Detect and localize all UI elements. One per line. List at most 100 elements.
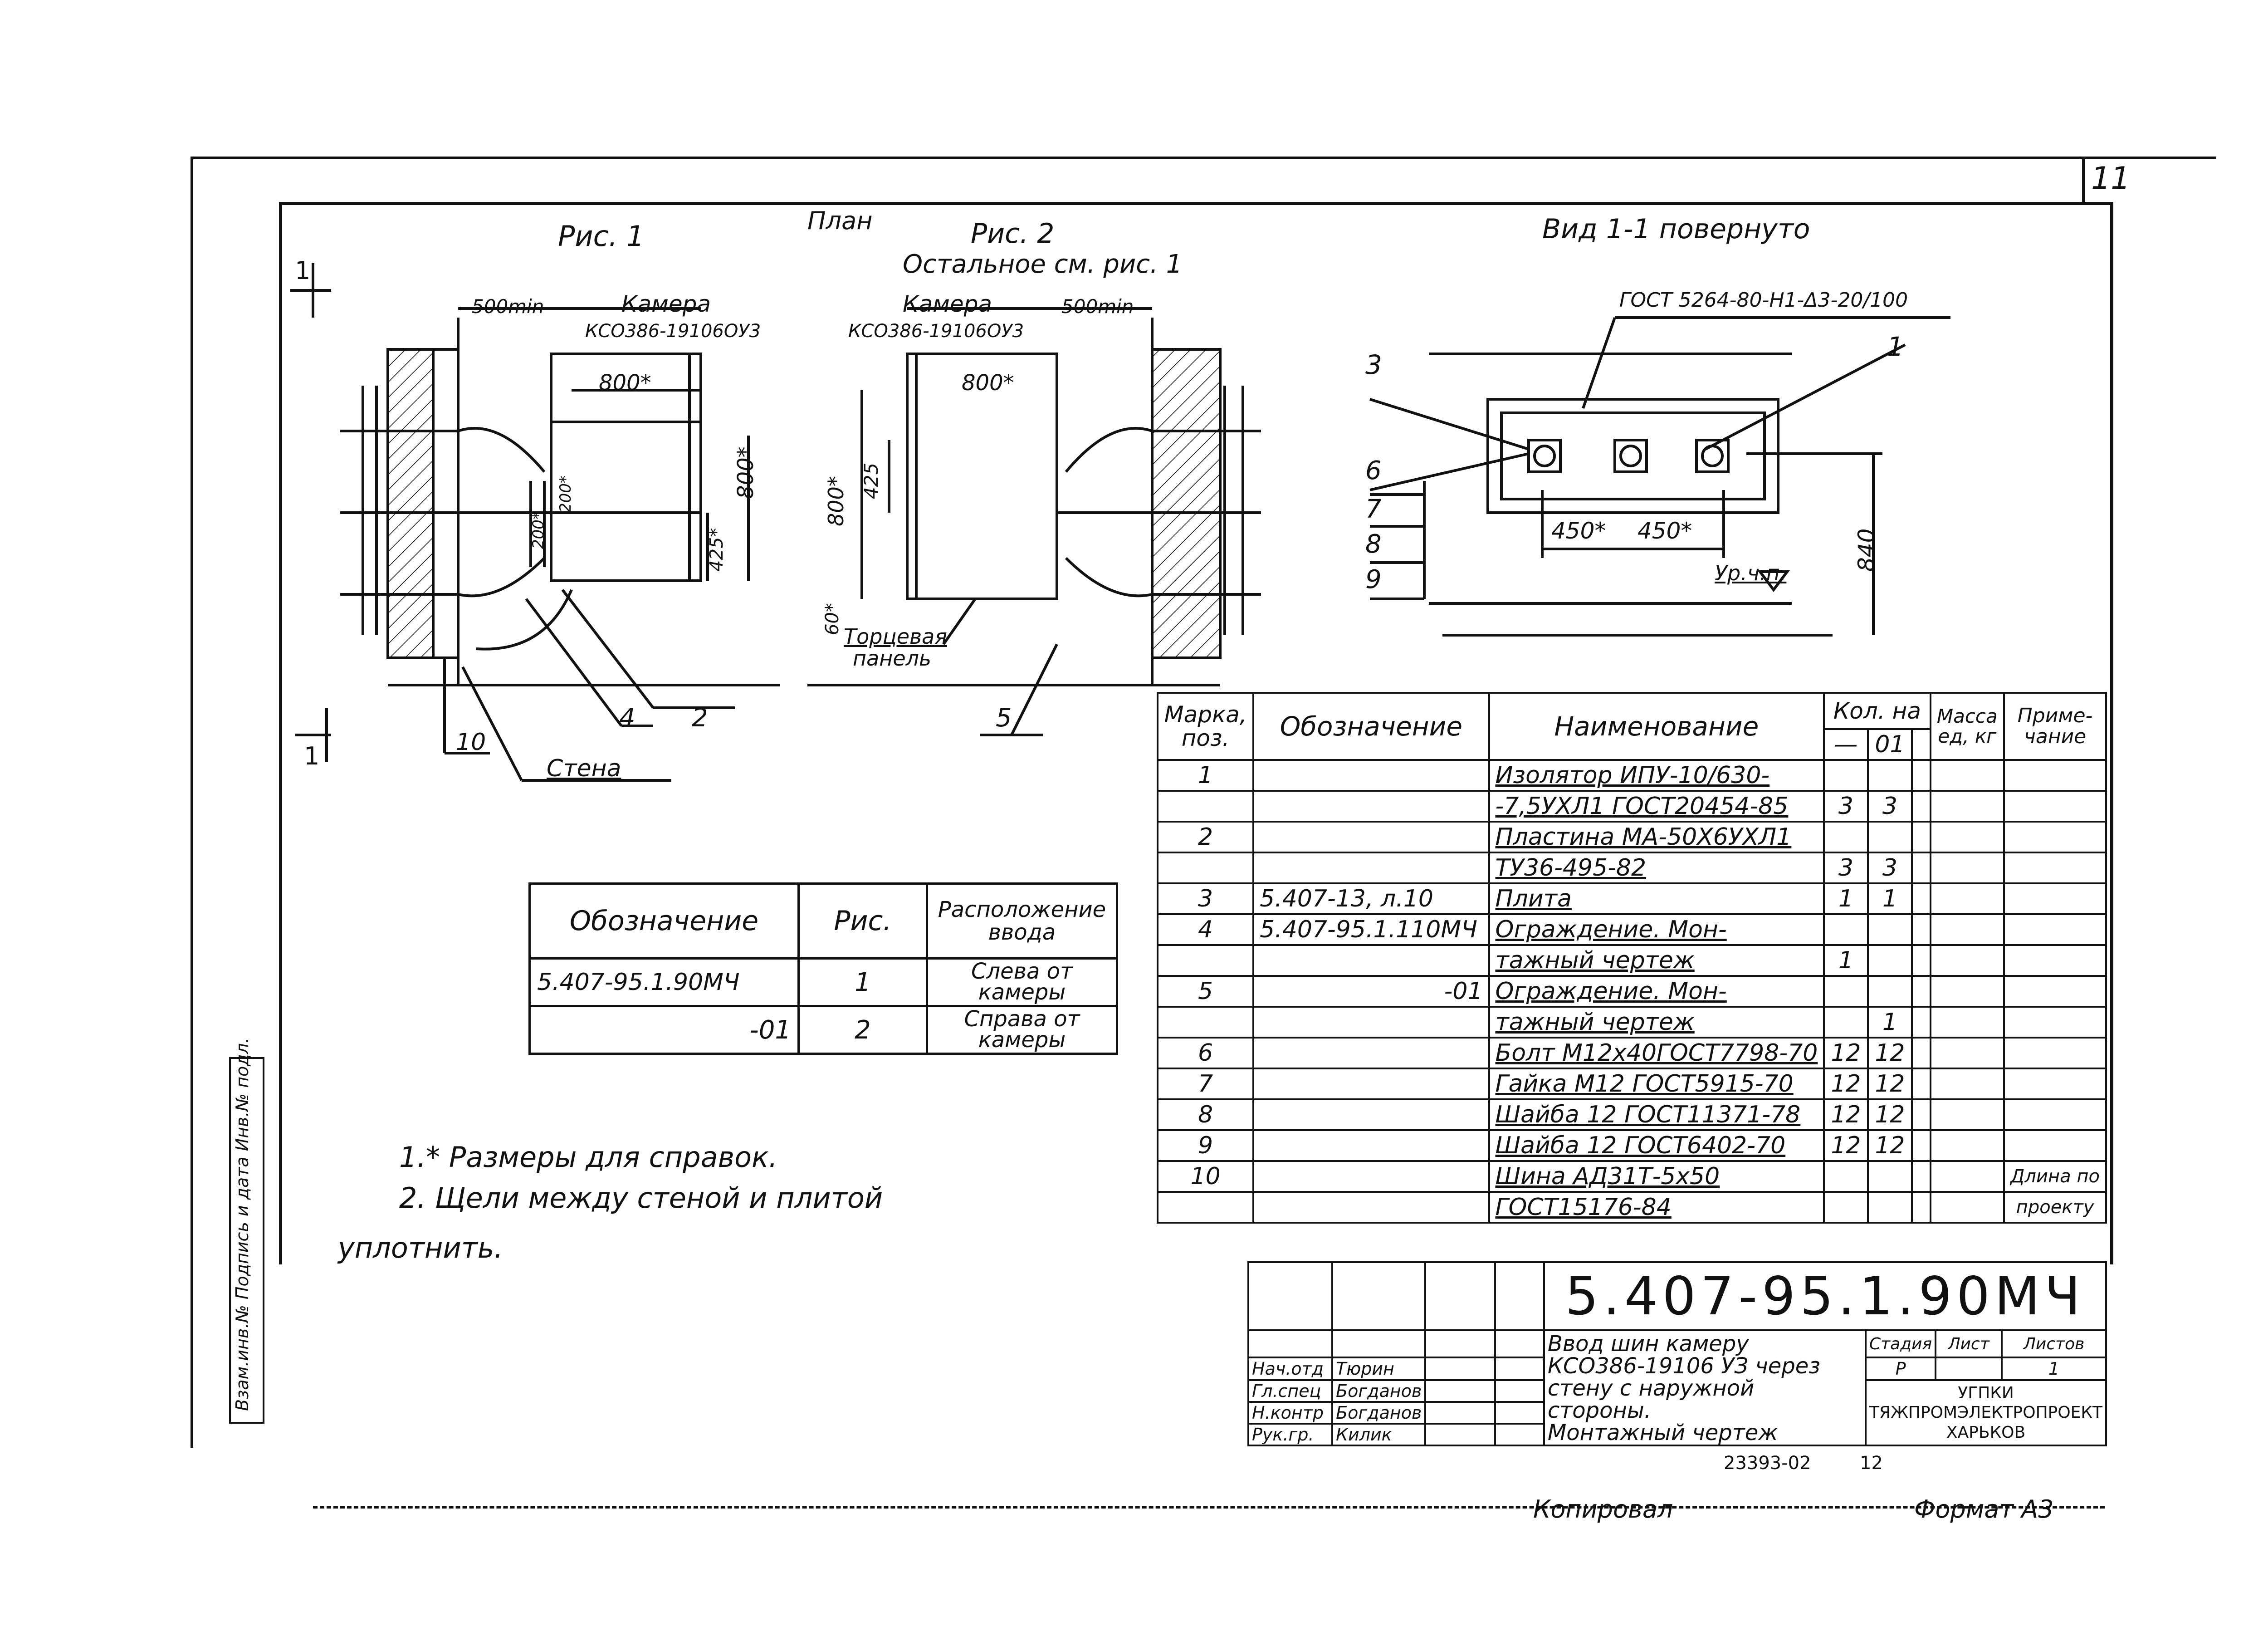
spec-header-name: Наименование: [1488, 692, 1825, 761]
fig1-camera-code: КСО386-19106ОУ3: [585, 321, 761, 342]
view-weld-note: ГОСТ 5264-80-Н1-Δ3-20/100: [1619, 289, 1908, 312]
fig2-camera-code: КСО386-19106ОУ3: [848, 321, 1024, 342]
fig1-callout-4: 4: [619, 703, 635, 733]
spec-cell-mass: [1929, 944, 2005, 977]
spec-cell-q1: [1823, 975, 1869, 1008]
fig2-camera-label: Камера: [903, 291, 992, 317]
fig1-dim-800-side: 800*: [733, 446, 758, 499]
tb-org: УГПКИ ТЯЖПРОМЭЛЕКТРОПРОЕКТ ХАРЬКОВ: [1865, 1379, 2107, 1446]
spec-cell-note: [2003, 882, 2107, 915]
spec-cell-pos: [1156, 944, 1255, 977]
fig2-dim-60: 60*: [822, 603, 843, 635]
spec-cell-note: [2003, 913, 2107, 946]
tb-sheet: [1935, 1357, 2003, 1381]
spec-cell-pos: [1156, 852, 1255, 884]
fig2-callout-5: 5: [996, 703, 1012, 733]
spec-cell-mass: [1929, 759, 2005, 792]
spec-cell-name: Шайба 12 ГОСТ11371-78: [1488, 1098, 1825, 1131]
spec-header-mass: Масса ед, кг: [1929, 692, 2005, 761]
spec-cell-q1: 3: [1823, 790, 1869, 823]
tb-cell-a1: [1247, 1261, 1334, 1331]
spec-cell-note: [2003, 944, 2107, 977]
tb-cell-b4: [1494, 1329, 1545, 1358]
spec-cell-mass: [1929, 975, 2005, 1008]
tb-cell-a2: [1331, 1261, 1427, 1331]
variant-row2-fig: 2: [797, 1005, 928, 1055]
spec-cell-q3: [1911, 944, 1931, 977]
spec-cell-desig: 5.407-13, л.10: [1252, 882, 1490, 915]
tb-signature-2: [1424, 1379, 1496, 1403]
spec-cell-q1: [1823, 1191, 1869, 1224]
spec-cell-q1: [1823, 759, 1869, 792]
side-stamp-text: Взам.инв.№ Подпись и дата Инв.№ подл.: [232, 1038, 252, 1411]
tb-sheets-header: Листов: [2001, 1329, 2107, 1358]
tb-title-line-1: Ввод шин камеру: [1547, 1331, 1749, 1357]
view-callout-3: 3: [1365, 349, 1382, 380]
view-label: Вид 1-1 повернуто: [1542, 213, 1810, 245]
fig2-dim-425: 425: [860, 462, 882, 499]
spec-cell-q1: 3: [1823, 852, 1869, 884]
spec-cell-desig: [1252, 1006, 1490, 1038]
view-callout-1: 1: [1887, 331, 1904, 362]
spec-cell-name: Изолятор ИПУ-10/630-: [1488, 759, 1825, 792]
spec-cell-q2: 1: [1867, 882, 1913, 915]
spec-header-qty-a: —: [1823, 728, 1869, 761]
spec-cell-mass: [1929, 1006, 2005, 1038]
section-mark-bottom: 1: [304, 742, 320, 770]
spec-header-desig: Обозначение: [1252, 692, 1490, 761]
spec-cell-q2: [1867, 821, 1913, 853]
spec-cell-q3: [1911, 852, 1931, 884]
spec-header-qty: Кол. на: [1823, 692, 1931, 730]
variant-header-fig: Рис.: [797, 882, 928, 960]
spec-cell-mass: [1929, 1191, 2005, 1224]
spec-cell-q3: [1911, 1160, 1931, 1193]
spec-cell-q3: [1911, 913, 1931, 946]
spec-header-note: Приме-чание: [2003, 692, 2107, 761]
spec-cell-note: [2003, 1037, 2107, 1069]
spec-cell-note: [2003, 1006, 2107, 1038]
variant-header-desig: Обозначение: [528, 882, 800, 960]
spec-cell-q1: 12: [1823, 1129, 1869, 1162]
tb-cell-a4: [1494, 1261, 1545, 1331]
spec-cell-desig: [1252, 759, 1490, 792]
spec-cell-note: [2003, 1098, 2107, 1131]
spec-header-qty-b: 01: [1867, 728, 1913, 761]
variant-table: Обозначение Рис. Расположение ввода 5.40…: [528, 882, 1118, 1055]
spec-cell-name: Пластина МА-50Х6УХЛ1: [1488, 821, 1825, 853]
tb-cell-b3: [1424, 1329, 1496, 1358]
tb-role-1: Нач.отд: [1247, 1357, 1334, 1381]
spec-cell-pos: 2: [1156, 821, 1255, 853]
spec-cell-pos: 10: [1156, 1160, 1255, 1193]
spec-cell-name: Болт М12х40ГОСТ7798-70: [1488, 1037, 1825, 1069]
fig1-callout-2: 2: [692, 703, 708, 733]
spec-cell-name: Плита: [1488, 882, 1825, 915]
tb-cell-a3: [1424, 1261, 1496, 1331]
spec-cell-q2: [1867, 975, 1913, 1008]
spec-cell-desig: 5.407-95.1.110МЧ: [1252, 913, 1490, 946]
spec-cell-name: ТУ36-495-82: [1488, 852, 1825, 884]
variant-row1-fig: 1: [797, 957, 928, 1007]
fig2-dim-800-side: 800*: [824, 476, 848, 526]
spec-cell-desig: -01: [1252, 975, 1490, 1008]
view-callout-9: 9: [1365, 565, 1382, 594]
spec-cell-name: тажный чертеж: [1488, 944, 1825, 977]
variant-row2-desig: -01: [528, 1005, 800, 1055]
tb-name-4: Килик: [1331, 1423, 1427, 1446]
spec-cell-q3: [1911, 821, 1931, 853]
tb-sheets: 1: [2001, 1357, 2107, 1381]
footer-dashed-line: [313, 1506, 2105, 1509]
note-3: уплотнить.: [338, 1231, 503, 1264]
fig2-panel-label-2: панель: [853, 646, 932, 671]
spec-cell-q3: [1911, 975, 1931, 1008]
spec-cell-pos: [1156, 1191, 1255, 1224]
tb-title: Ввод шин камеру КСО386-19106 УЗ через ст…: [1543, 1329, 1867, 1446]
spec-cell-q3: [1911, 882, 1931, 915]
spec-cell-pos: 5: [1156, 975, 1255, 1008]
fig1-dim-200a: 200*: [557, 475, 575, 513]
